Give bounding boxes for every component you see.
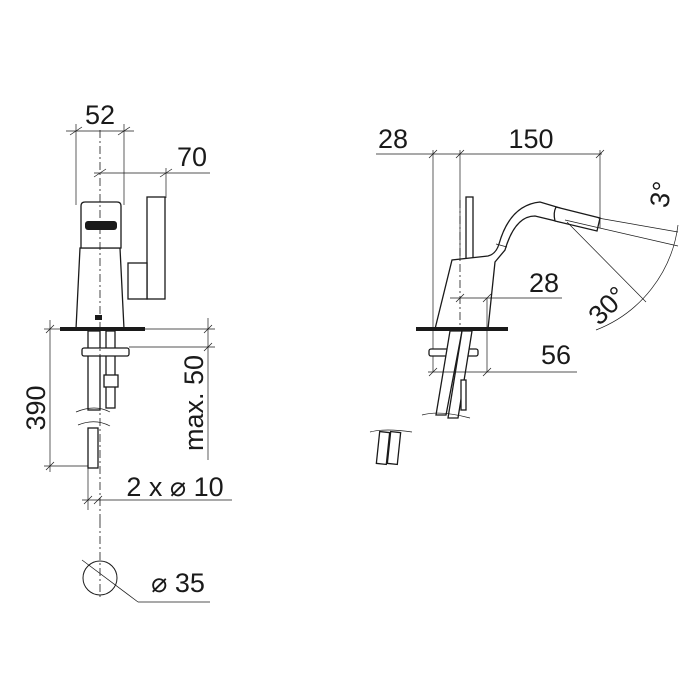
mounting-label: max. 50 [179,355,209,451]
faucet-side [369,196,601,466]
hole-label: ⌀ 35 [151,568,205,598]
tilt-large-label: 30° [583,281,633,331]
dimension-70: 70 [93,142,210,198]
base-plate-side [416,327,508,331]
supply-label: 2 x ⌀ 10 [126,472,223,502]
dimension-52: 52 [66,100,134,205]
spout-reach-label: 150 [508,124,553,154]
height-label: 390 [21,385,51,430]
body-depth-label: 28 [529,268,559,298]
angle-dimensions: 3° 30° [564,179,679,331]
dimension-28-body: 28 [450,268,562,372]
front-view: 52 70 [21,100,232,603]
base-depth-label: 56 [541,340,571,370]
dimension-supply: 2 x ⌀ 10 [82,472,232,505]
mounting-hole: ⌀ 35 [81,520,210,603]
width-label: 52 [85,100,115,130]
faucet-front [60,130,166,520]
side-view: 28 150 28 [369,124,679,466]
tilt-small-label: 3° [644,179,678,210]
base-plate [60,327,145,331]
dimension-max-50: max. 50 [129,318,215,460]
dimension-390: 390 [21,320,88,472]
dimension-top: 28 150 [376,124,605,372]
base-offset-label: 28 [378,124,408,154]
lever-reach-label: 70 [177,142,207,172]
dimension-56: 56 [428,340,577,377]
